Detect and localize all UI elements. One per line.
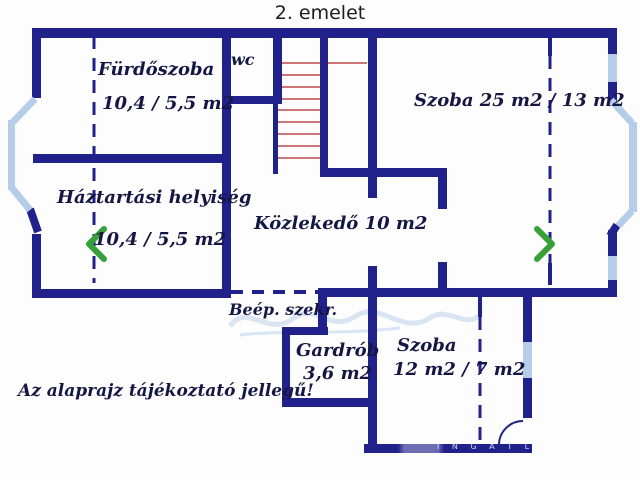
prev-arrow-icon[interactable] [86, 226, 107, 262]
room-label-kozlekedo: Közlekedő 10 m2 [254, 213, 428, 234]
room-area-gardrob: 3,6 m2 [303, 363, 373, 384]
room-label-haztartasi: Háztartási helyiség [57, 187, 252, 208]
door-arc [498, 420, 524, 446]
room-label-szoba-kis: Szoba [397, 335, 457, 356]
room-label-beep-szekr: Beép. szekr. [229, 300, 338, 319]
disclaimer-text: Az alaprajz tájékoztató jellegű! [18, 381, 314, 401]
room-area-szoba-kis: 12 m2 / 7 m2 [393, 359, 526, 380]
room-label-wc: wc [231, 50, 255, 69]
floor-title: 2. emelet [274, 2, 366, 24]
watermark-logo [401, 436, 441, 456]
room-area-furdoszoba: 10,4 / 5,5 m2 [102, 93, 235, 114]
walls [26, 28, 621, 453]
room-area-haztartasi: 10,4 / 5,5 m2 [94, 229, 227, 250]
next-arrow-icon[interactable] [534, 226, 555, 262]
windows [8, 54, 637, 378]
room-label-szoba-nagy: Szoba 25 m2 / 13 m2 [414, 90, 625, 111]
room-label-furdoszoba: Fürdőszoba [98, 59, 215, 80]
room-label-gardrob: Gardrób [296, 340, 380, 361]
watermark-text: I N G A T L [437, 442, 535, 451]
